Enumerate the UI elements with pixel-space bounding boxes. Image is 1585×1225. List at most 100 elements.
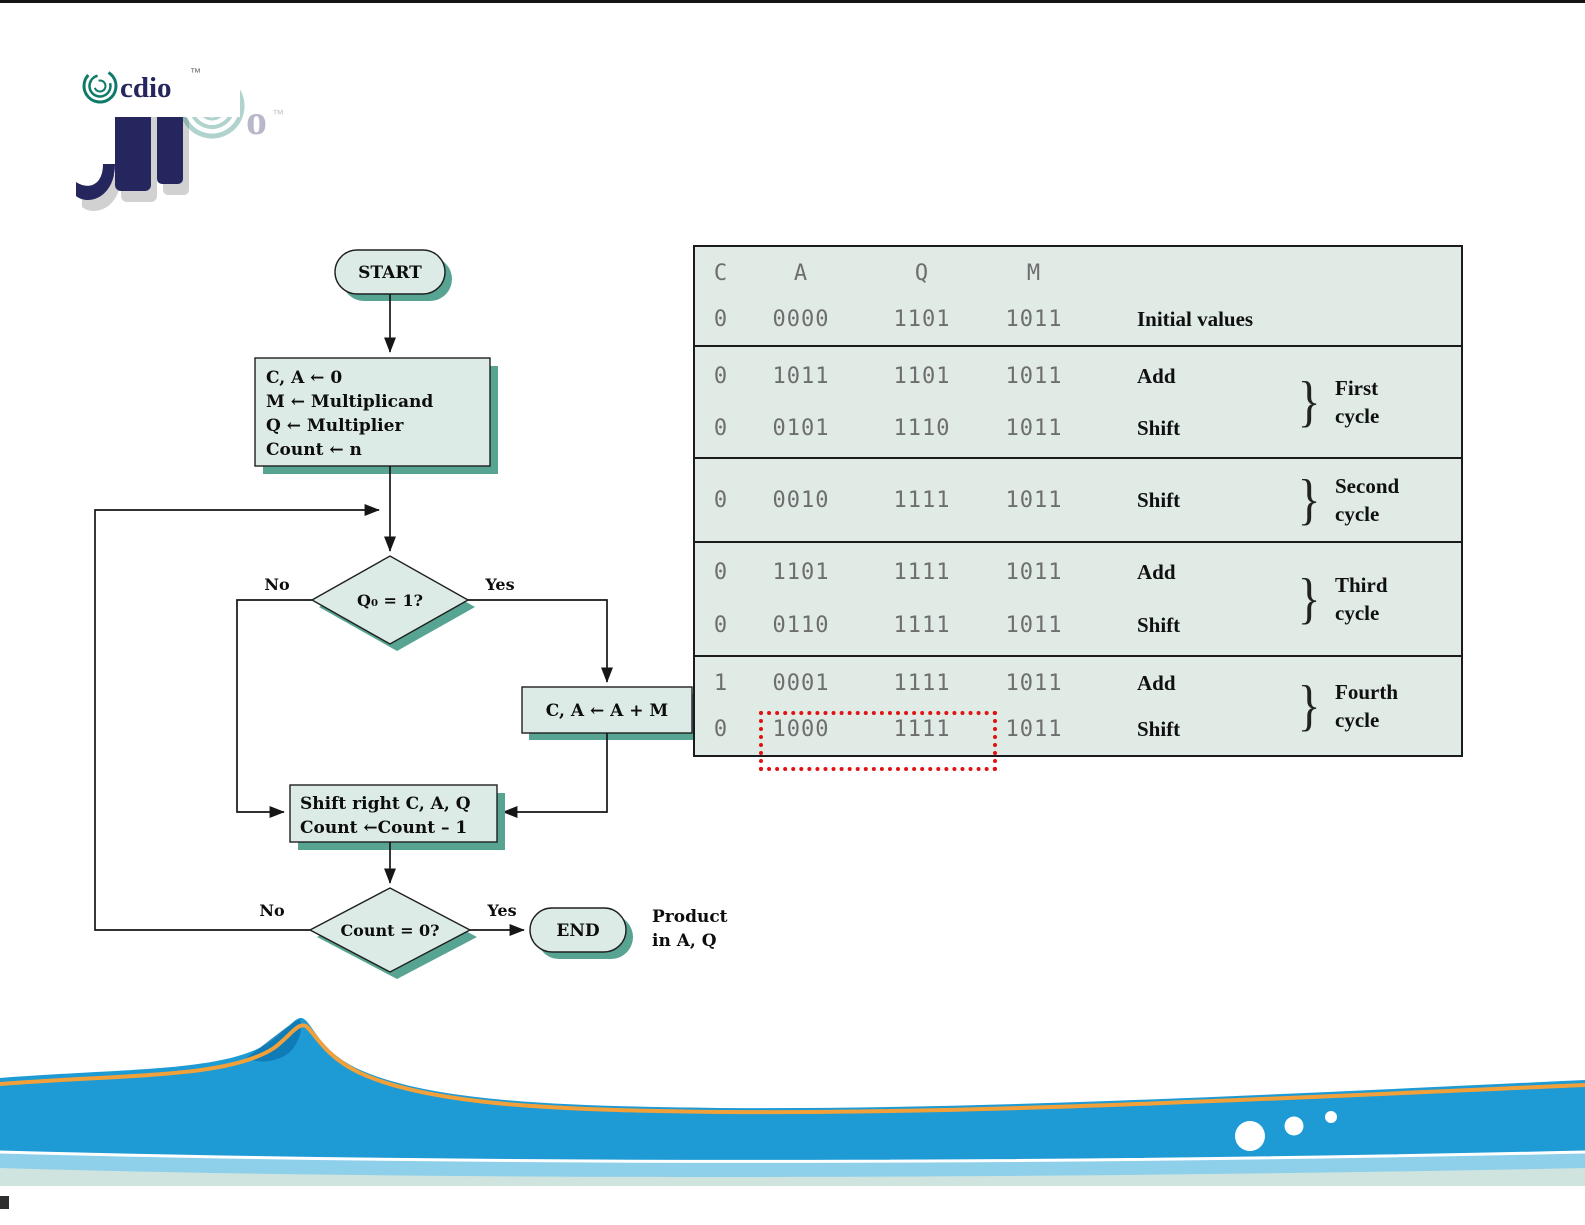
cycle-label-line: cycle — [1335, 708, 1380, 732]
operation-label: Add — [1137, 670, 1176, 695]
add-box — [521, 686, 693, 734]
cycle-label-line: First — [1335, 375, 1379, 400]
yes-label: Yes — [484, 575, 514, 594]
table-row: 0 1101 1111 1011 Add — [695, 560, 1283, 585]
decision-count-label: Count = 0? — [340, 921, 439, 940]
logo-trademark: ™ — [190, 67, 201, 79]
register-value: 1011 — [1005, 487, 1063, 513]
decision-q0-label: Q₀ = 1? — [357, 591, 423, 610]
register-value: 0101 — [772, 415, 830, 441]
no-label: No — [259, 901, 285, 920]
init-line: C, A ← 0 — [266, 368, 342, 388]
operation-label: Shift — [1137, 487, 1181, 512]
wave-footer — [0, 1011, 1585, 1186]
wave-dot-large — [1235, 1121, 1265, 1151]
brace-glyph: } — [1297, 469, 1321, 531]
product-note: in A, Q — [652, 931, 717, 951]
add-box-label: C, A ← A + M — [546, 701, 669, 721]
row-label: Initial values — [1137, 306, 1254, 331]
cycle-label-line: Third — [1335, 572, 1388, 597]
shift-line: Count ←Count – 1 — [300, 818, 467, 838]
wave-dot-medium — [1284, 1116, 1304, 1136]
column-header: M — [1026, 260, 1042, 286]
logo-faded-o: o — [246, 98, 267, 144]
register-value: 0 — [713, 487, 729, 513]
product-note: Product — [652, 907, 728, 927]
register-value: 0 — [713, 363, 729, 389]
register-value: 1101 — [772, 560, 830, 585]
operation-label: Shift — [1137, 613, 1181, 637]
logo-mark: cdio ™ — [82, 67, 201, 104]
register-value: 1101 — [893, 306, 951, 332]
register-value: 0 — [713, 560, 729, 585]
flow-arrow — [236, 599, 312, 818]
start-label: START — [358, 263, 422, 283]
end-label: END — [556, 921, 599, 941]
register-value: 1011 — [1005, 306, 1063, 332]
register-value: 1011 — [1005, 415, 1063, 441]
table-row: 1 0001 1111 1011 Add — [695, 671, 1283, 696]
operation-label: Shift — [1137, 716, 1181, 741]
cycle-label-line: Second — [1335, 473, 1400, 498]
no-label: No — [264, 575, 290, 594]
register-value: 0001 — [772, 670, 830, 696]
register-value: 1111 — [893, 670, 951, 696]
register-value: 1011 — [1005, 363, 1063, 389]
cdio-logo: o ™ cdio ™ — [68, 53, 284, 212]
shift-box — [289, 784, 498, 843]
init-line: M ← Multiplicand — [266, 392, 433, 412]
brace-glyph: } — [1297, 371, 1321, 433]
register-value: 1011 — [1005, 560, 1063, 585]
wave-crest — [246, 1019, 302, 1062]
wave-white-line-top — [0, 1011, 1585, 1107]
register-value: 0000 — [772, 306, 830, 332]
logo-faded-tm: ™ — [272, 107, 284, 121]
column-header: Q — [914, 260, 930, 286]
column-header: A — [793, 260, 809, 286]
operation-label: Shift — [1137, 415, 1181, 440]
top-border-line — [0, 0, 1585, 3]
logo-card — [68, 53, 240, 117]
flow-loop-arrow — [94, 504, 380, 931]
operation-label: Add — [1137, 560, 1176, 584]
register-value: 1011 — [1005, 670, 1063, 696]
operation-label: Add — [1137, 363, 1176, 388]
register-value: 1111 — [893, 560, 951, 585]
register-value: 1111 — [893, 613, 951, 638]
register-value: 0 — [713, 716, 729, 742]
brace-glyph: } — [1297, 675, 1321, 737]
register-value: 0010 — [772, 487, 830, 513]
column-header: C — [713, 260, 729, 286]
cycle-label-area: } Second cycle — [1283, 459, 1461, 541]
init-line: Count ← n — [266, 440, 362, 460]
cycle-label-area: } Third cycle — [1283, 543, 1461, 655]
register-value: 1011 — [772, 363, 830, 389]
brace-glyph: } — [1297, 568, 1321, 630]
cycle-label: Second cycle — [1335, 472, 1399, 529]
wave-dot-small — [1325, 1111, 1337, 1123]
logo-wordmark: cdio — [120, 72, 172, 104]
cycle-label-line: cycle — [1335, 502, 1380, 526]
cycle-label-line: cycle — [1335, 601, 1380, 625]
register-value: 1 — [713, 670, 729, 696]
register-value: 0 — [713, 613, 729, 638]
